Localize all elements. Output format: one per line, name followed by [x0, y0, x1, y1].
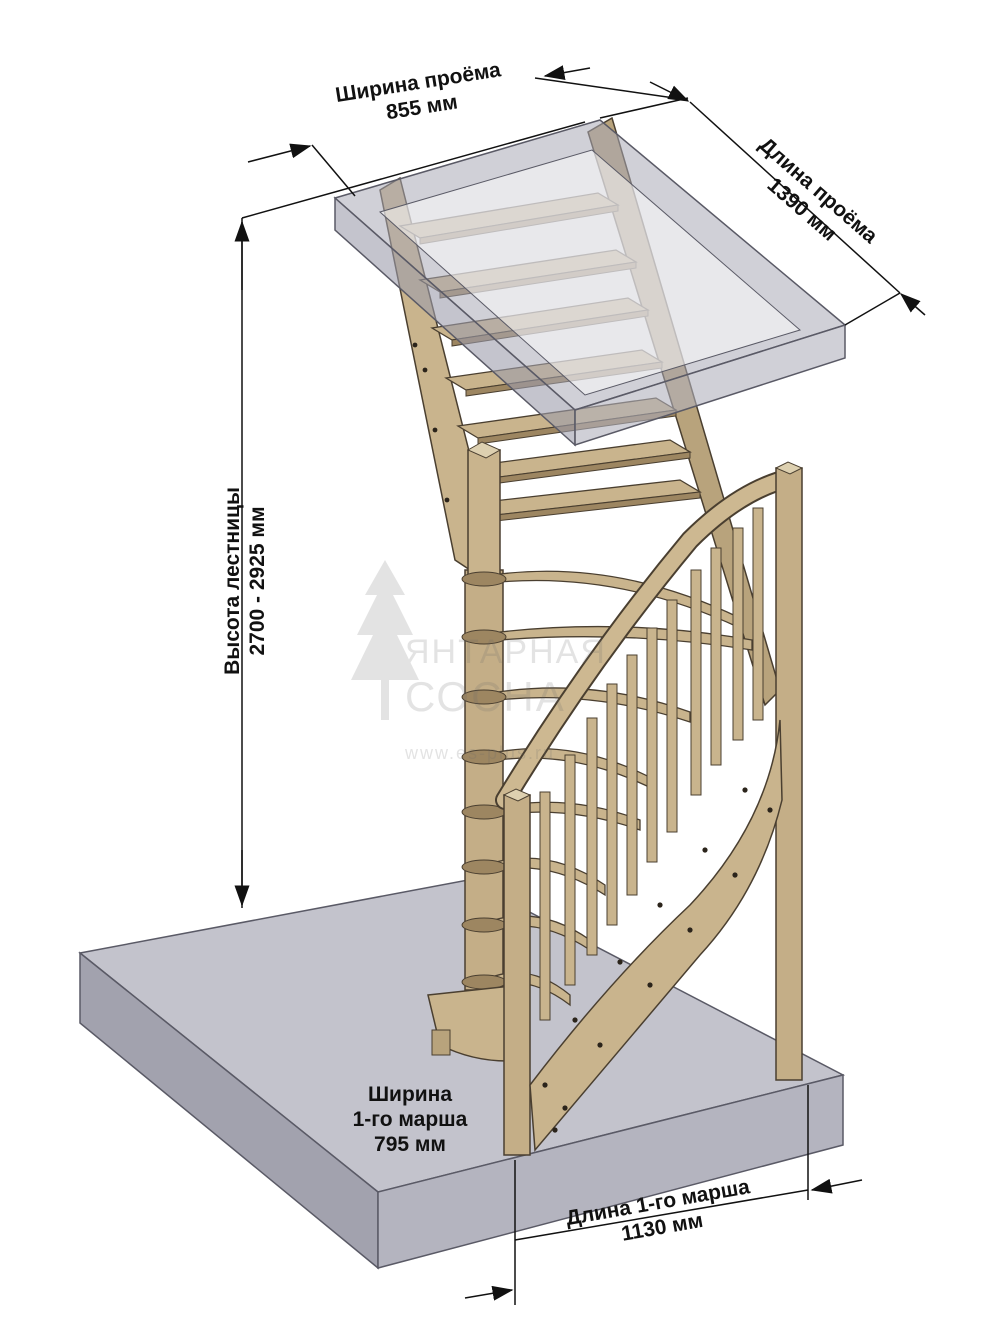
stair-height-label: Высота лестницы 2700 - 2925 мм	[220, 441, 270, 721]
newel-ring	[461, 689, 507, 705]
flight-width-title1: Ширина	[367, 1083, 453, 1106]
baluster	[539, 791, 551, 1021]
baluster	[666, 599, 678, 833]
newel-column	[464, 441, 504, 991]
newel-ring	[461, 571, 507, 587]
flight-width-title2: 1-го марша	[352, 1108, 468, 1131]
newel-ring	[461, 917, 507, 933]
bolt	[432, 427, 438, 433]
bolt	[562, 1105, 568, 1111]
bolt	[444, 497, 450, 503]
stair-height-title: Высота лестницы	[221, 487, 244, 675]
opening-box	[333, 119, 847, 447]
bolt	[542, 1082, 548, 1088]
bolt	[647, 982, 653, 988]
winder-step	[497, 687, 691, 723]
bolt	[732, 872, 738, 878]
newel-ring	[461, 859, 507, 875]
bolt	[617, 959, 623, 965]
flight-width-label: Ширина 1-го марша 795 мм	[320, 1082, 500, 1157]
newel-ring	[461, 749, 507, 765]
baluster	[626, 654, 638, 896]
flight-width-value: 795 мм	[374, 1133, 446, 1156]
baluster	[586, 717, 598, 956]
balusters	[539, 507, 764, 1021]
bottom-plate	[427, 984, 526, 1062]
bolt	[702, 847, 708, 853]
bolt	[742, 787, 748, 793]
bolt	[552, 1127, 558, 1133]
newel-ring	[461, 629, 507, 645]
bolt	[767, 807, 773, 813]
dimension-lines	[234, 65, 926, 1305]
winder-step	[499, 625, 753, 651]
bolt	[657, 902, 663, 908]
baluster	[646, 627, 658, 863]
baluster	[710, 547, 722, 766]
bolt	[412, 342, 418, 348]
front-stringer	[412, 342, 783, 1152]
baluster	[564, 754, 576, 986]
baluster	[690, 569, 702, 796]
bolt	[597, 1042, 603, 1048]
bolt	[572, 1017, 578, 1023]
stringer-bolts	[412, 342, 773, 1133]
baluster	[752, 507, 764, 721]
bolt	[422, 367, 428, 373]
railing	[495, 461, 804, 1156]
bolt	[687, 927, 693, 933]
baluster	[732, 527, 744, 741]
baluster	[606, 683, 618, 926]
stair-height-value: 2700 - 2925 мм	[246, 506, 269, 656]
